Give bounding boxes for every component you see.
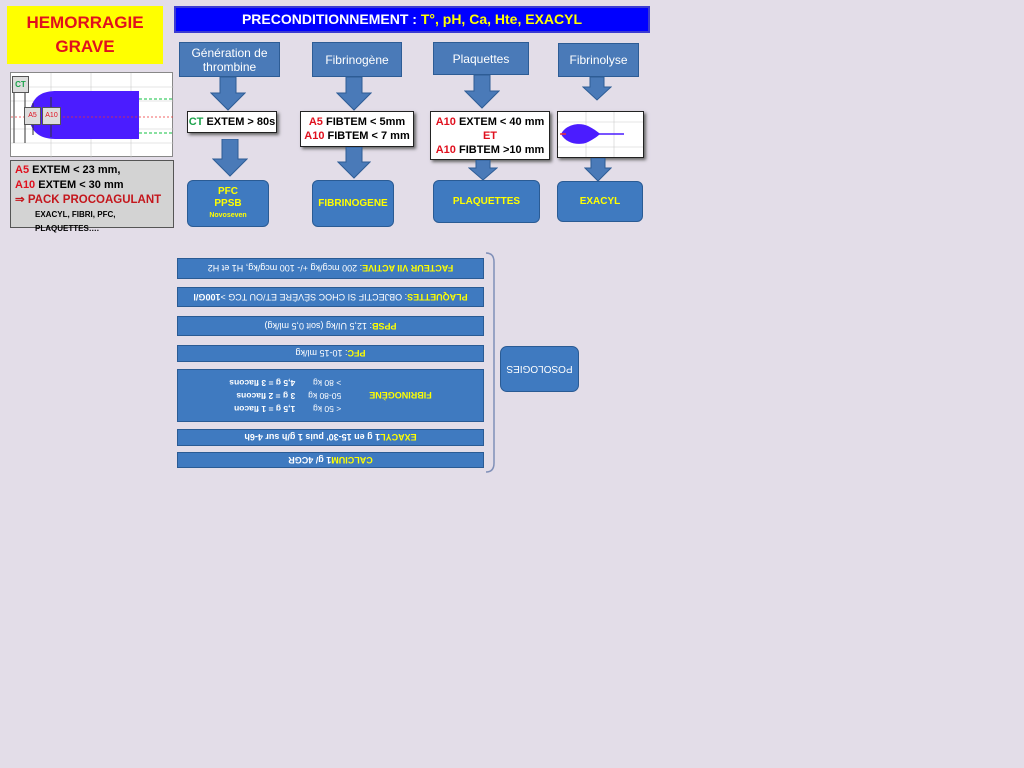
criteria-fibtem-7: FIBTEM < 7 mm	[327, 130, 410, 142]
weight-range: 50-80 kg	[308, 391, 342, 401]
fibrinolysis-trace	[558, 112, 643, 157]
posology-ppsb: PPSB : 12,5 UI/kg (soit 0,5 ml/kg)	[177, 316, 484, 336]
posology-text: 1 g en 15-30' puis 1 g/h sur 4-6h	[244, 432, 381, 443]
result-pfc: PFC	[218, 185, 238, 197]
result-novoseven: Novoseven	[209, 211, 247, 219]
down-arrow-icon	[468, 160, 498, 181]
result-plaquettes: PLAQUETTES	[433, 180, 540, 223]
result-fibrinogene: FIBRINOGENE	[312, 180, 394, 227]
header-prefix: PRECONDITIONNEMENT :	[241, 11, 417, 27]
criteria-a5-tag: A5	[308, 116, 323, 128]
posology-facteur-vii: FACTEUR VII ACTIVE : 200 mcg/kg +/- 100 …	[177, 258, 484, 279]
down-arrow-icon	[582, 77, 612, 101]
legend-a5-tag: A5	[15, 164, 30, 176]
caption-fibrinogen: Fibrinogène	[312, 42, 402, 77]
pack-legend: A5 EXTEM < 23 mm, A10 EXTEM < 30 mm ⇒ PA…	[10, 160, 174, 233]
weight-range: < 50 kg	[313, 404, 342, 414]
criteria-fibtem-10: FIBTEM >10 mm	[458, 143, 545, 156]
graph-a5-label: A5	[24, 107, 41, 125]
criteria-extem-40: EXTEM < 40 mm	[458, 115, 545, 128]
posology-key: PLAQUETTES	[407, 292, 468, 302]
criteria-ct-text: EXTEM > 80s	[206, 116, 276, 128]
criteria-ct-tag: CT	[188, 116, 204, 128]
down-arrow-icon	[210, 77, 246, 111]
posology-threshold: 100G/l	[193, 292, 221, 302]
posology-key: PPSB	[372, 321, 397, 331]
posologies-label: POSOLOGIES	[500, 346, 579, 392]
down-arrow-icon	[584, 158, 612, 182]
down-arrow-icon	[464, 75, 500, 109]
result-plaquettes-label: PLAQUETTES	[452, 195, 521, 207]
down-arrow-icon	[337, 147, 371, 179]
weight-range: > 80 kg	[313, 378, 342, 388]
title-box: HEMORRAGIE GRAVE	[7, 6, 163, 64]
dose: 1,5 g = 1 flacon	[234, 404, 296, 414]
result-pfc-ppsb: PFC PPSB Novoseven	[187, 180, 269, 227]
criteria-a10-tag: A10	[435, 115, 456, 128]
result-ppsb: PPSB	[214, 197, 242, 209]
bracket	[485, 252, 495, 473]
implies-icon: ⇒	[15, 194, 25, 206]
posology-exacyl: EXACYL 1 g en 15-30' puis 1 g/h sur 4-6h	[177, 429, 484, 446]
posology-plaquettes: PLAQUETTES : OBJECTIF SI CHOC SÉVÈRE ET/…	[177, 287, 484, 307]
posology-key: FACTEUR VII ACTIVE	[362, 263, 454, 274]
legend-line2: EXTEM < 30 mm	[38, 179, 124, 191]
preconditioning-header: PRECONDITIONNEMENT : T°, pH, Ca, Hte, EX…	[174, 6, 650, 33]
result-fibrinogene-label: FIBRINOGENE	[318, 197, 388, 209]
down-arrow-icon	[336, 77, 372, 111]
legend-pack: PACK PROCOAGULANT	[27, 194, 162, 206]
posology-text: : OBJECTIF SI CHOC SÉVÈRE ET/OU TCG >	[220, 292, 408, 302]
legend-products: EXACYL, FIBRI, PFC, PLAQUETTES….	[35, 210, 116, 233]
title-line1: HEMORRAGIE	[26, 13, 144, 32]
criteria-fibtem-5: FIBTEM < 5mm	[325, 116, 406, 128]
fibrinogen-dosing-table: < 50 kg 1,5 g = 1 flacon 50-80 kg 3 g = 2 …	[229, 376, 341, 415]
result-exacyl-label: EXACYL	[579, 195, 621, 207]
result-exacyl: EXACYL	[557, 181, 643, 222]
down-arrow-icon	[212, 139, 248, 177]
legend-a10-tag: A10	[15, 179, 36, 191]
posology-key: CALCIUM	[331, 455, 373, 465]
posology-text: 1 g/ 4CGR	[288, 455, 332, 465]
title-line2: GRAVE	[55, 37, 115, 56]
dose: 4,5 g = 3 flacons	[229, 378, 296, 388]
graph-a10-label: A10	[42, 107, 61, 125]
posology-key: PFC	[347, 348, 366, 359]
criteria-platelets: A10 EXTEM < 40 mm ET A10 FIBTEM >10 mm	[430, 111, 550, 160]
criteria-a10-tag: A10	[304, 130, 325, 142]
legend-line1: EXTEM < 23 mm,	[32, 164, 121, 176]
dose: 3 g = 2 flacons	[236, 391, 296, 401]
posology-key: FIBRINOGÈNE	[369, 390, 432, 401]
rotem-graph: CT A5 A10	[10, 72, 174, 158]
fibrinolysis-trace-box	[557, 111, 644, 158]
caption-platelets: Plaquettes	[433, 42, 529, 75]
posology-fibrinogene: FIBRINOGÈNE < 50 kg 1,5 g = 1 flacon 50-8…	[177, 369, 484, 422]
posology-pfc: PFC : 10-15 ml/kg	[177, 345, 484, 362]
caption-fibrinolysis: Fibrinolyse	[558, 43, 639, 77]
criteria-et: ET	[482, 129, 498, 142]
graph-ct-label: CT	[12, 76, 29, 93]
criteria-thrombin: CT EXTEM > 80s	[187, 111, 277, 133]
posology-text: : 12,5 UI/kg (soit 0,5 ml/kg)	[264, 321, 373, 331]
posology-key: EXACYL	[380, 432, 417, 443]
criteria-a10-tag: A10	[435, 143, 456, 156]
header-exacyl: EXACYL	[525, 11, 583, 27]
criteria-fibrinogen: A5 FIBTEM < 5mm A10 FIBTEM < 7 mm	[300, 111, 414, 147]
posology-text: : 10-15 ml/kg	[295, 348, 348, 359]
posology-calcium: CALCIUM 1 g/ 4CGR	[177, 452, 484, 468]
posology-text: : 200 mcg/kg +/- 100 mcg/kg, H1 et H2	[207, 263, 363, 274]
header-params: T°, pH, Ca, Hte,	[420, 11, 522, 27]
caption-thrombin: Génération de thrombine	[179, 42, 280, 77]
